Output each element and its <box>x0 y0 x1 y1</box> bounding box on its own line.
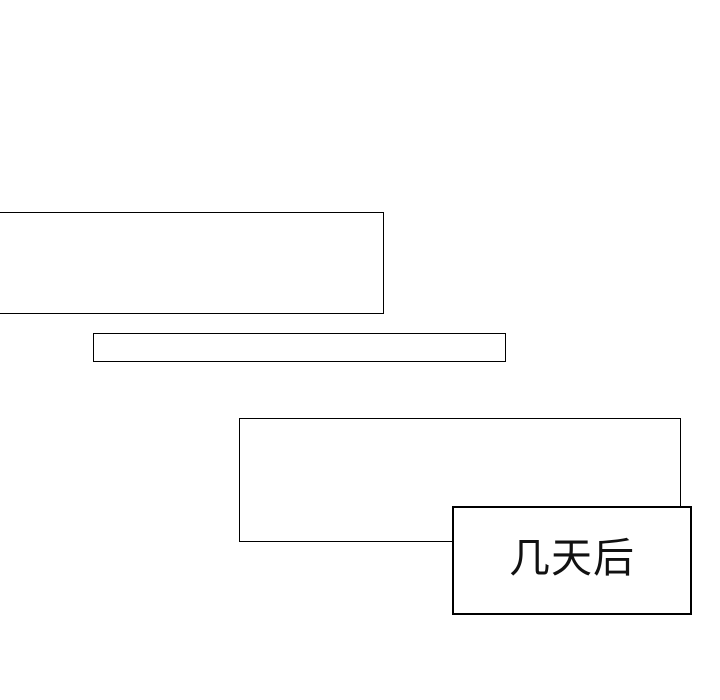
caption-box-time-skip-label: 几天后 <box>509 534 635 582</box>
caption-box-time-skip: 几天后 <box>452 506 692 615</box>
empty-dialogue-box-2 <box>93 333 506 362</box>
empty-dialogue-box-1 <box>0 212 384 314</box>
